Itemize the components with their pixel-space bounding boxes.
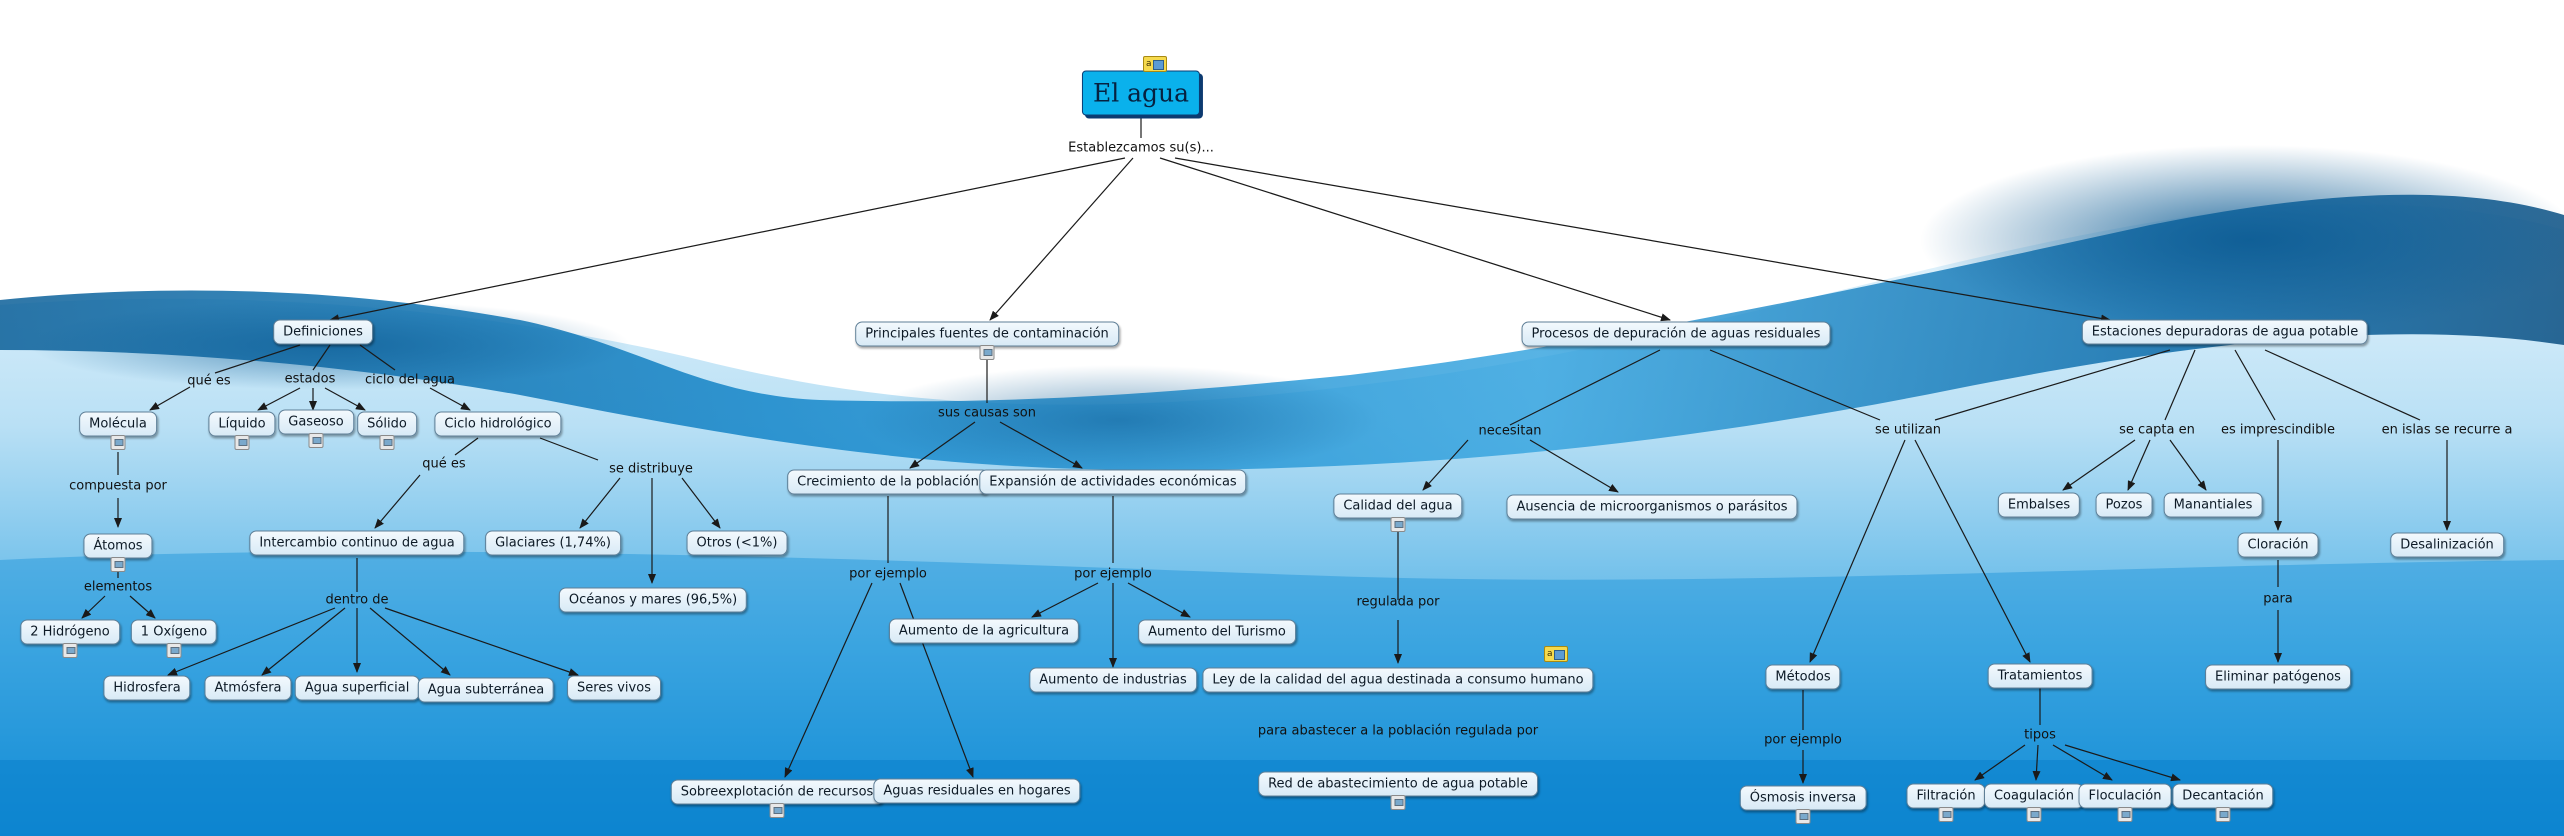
link-sus-causas-son[interactable]: sus causas son [938,405,1036,421]
concept-pozos[interactable]: Pozos [2095,492,2153,518]
concept-estaciones-depuradoras[interactable]: Estaciones depuradoras de agua potable [2081,319,2369,345]
concept-gaseoso[interactable]: Gaseoso [278,409,354,435]
link-para[interactable]: para [2263,591,2293,607]
link-elementos[interactable]: elementos [83,579,153,595]
image-attachment-icon[interactable] [1795,809,1811,824]
link-dentro-de[interactable]: dentro de [325,592,389,608]
link-para-abastecer[interactable]: para abastecer a la población regulada p… [1257,723,1539,739]
image-attachment-icon[interactable] [110,557,126,572]
concept-manantiales[interactable]: Manantiales [2163,492,2263,518]
concept-ley-calidad[interactable]: Ley de la calidad del agua destinada a c… [1202,667,1594,693]
concept-cloracion[interactable]: Cloración [2237,532,2319,558]
image-attachment-icon[interactable] [2026,807,2042,822]
a-image-icon[interactable]: a [1544,646,1568,662]
concept-definiciones[interactable]: Definiciones [273,319,373,345]
concept-decantacion[interactable]: Decantación [2172,783,2274,809]
concept-metodos[interactable]: Métodos [1765,664,1841,690]
link-ciclo-del-agua[interactable]: ciclo del agua [364,372,456,388]
image-attachment-icon[interactable] [2215,807,2231,822]
concept-hidrosfera[interactable]: Hidrosfera [103,675,191,701]
link-estados[interactable]: estados [284,371,336,387]
concept-coagulacion[interactable]: Coagulación [1983,783,2085,809]
concept-filtracion[interactable]: Filtración [1906,783,1986,809]
concept-otros[interactable]: Otros (<1%) [686,530,788,556]
concept-aumento-industrias[interactable]: Aumento de industrias [1029,667,1197,693]
image-attachment-icon[interactable] [979,345,995,360]
image-attachment-icon[interactable] [1390,795,1406,810]
concept-oceanos[interactable]: Océanos y mares (96,5%) [558,587,748,613]
link-compuesta-por[interactable]: compuesta por [69,478,167,494]
link-que-es-ciclo[interactable]: qué es [422,456,466,472]
link-por-ejemplo-crecimiento[interactable]: por ejemplo [849,566,927,582]
concept-eliminar-patogenos[interactable]: Eliminar patógenos [2205,664,2351,690]
concept-tratamientos[interactable]: Tratamientos [1987,663,2093,689]
concept-glaciares[interactable]: Glaciares (1,74%) [485,530,621,556]
concept-calidad-agua[interactable]: Calidad del agua [1333,493,1463,519]
link-en-islas[interactable]: en islas se recurre a [2381,422,2513,438]
image-attachment-icon[interactable] [1390,517,1406,532]
concept-aguas-residuales-hogares[interactable]: Aguas residuales en hogares [873,778,1081,804]
link-es-imprescindible[interactable]: es imprescindible [2221,422,2335,438]
concept-seres-vivos[interactable]: Seres vivos [567,675,661,701]
concept-aumento-turismo[interactable]: Aumento del Turismo [1138,619,1296,645]
concept-liquido[interactable]: Líquido [208,411,276,437]
image-attachment-icon[interactable] [234,435,250,450]
image-attachment-icon[interactable] [308,433,324,448]
link-tipos[interactable]: tipos [2024,727,2056,743]
concept-oxigeno[interactable]: 1 Oxígeno [130,619,218,645]
link-por-ejemplo-metodos[interactable]: por ejemplo [1764,732,1842,748]
concept-ausencia-microorganismos[interactable]: Ausencia de microorganismos o parásitos [1506,494,1798,520]
concept-embalses[interactable]: Embalses [1997,492,2081,518]
image-attachment-icon[interactable] [166,643,182,658]
concept-hidrogeno[interactable]: 2 Hidrógeno [20,619,120,645]
concept-aumento-agricultura[interactable]: Aumento de la agricultura [888,618,1080,644]
image-attachment-icon[interactable] [2117,807,2133,822]
image-attachment-icon[interactable] [769,803,785,818]
link-por-ejemplo-expansion[interactable]: por ejemplo [1074,566,1152,582]
concept-procesos-depuracion[interactable]: Procesos de depuración de aguas residual… [1521,321,1831,347]
link-necesitan[interactable]: necesitan [1478,423,1542,439]
link-establezcamos[interactable]: Establezcamos su(s)... [1068,140,1214,156]
link-se-utilizan[interactable]: se utilizan [1874,422,1942,438]
concept-desalinizacion[interactable]: Desalinización [2390,532,2504,558]
root-concept[interactable]: El agua [1081,70,1201,116]
concept-agua-superficial[interactable]: Agua superficial [294,675,420,701]
image-attachment-icon[interactable] [1938,807,1954,822]
link-que-es[interactable]: qué es [187,373,231,389]
link-regulada-por[interactable]: regulada por [1356,594,1440,610]
concept-expansion-actividades[interactable]: Expansión de actividades económicas [979,469,1247,495]
concept-crecimiento-poblacion[interactable]: Crecimiento de la población [787,469,989,495]
concept-atomos[interactable]: Átomos [83,533,153,559]
link-se-distribuye[interactable]: se distribuye [609,461,693,477]
concept-fuentes-contaminacion[interactable]: Principales fuentes de contaminación [855,321,1119,347]
image-attachment-icon[interactable] [62,643,78,658]
concept-solido[interactable]: Sólido [357,411,417,437]
concept-ciclo-hidrologico[interactable]: Ciclo hidrológico [434,411,562,437]
concept-molecula[interactable]: Molécula [79,411,157,437]
concept-sobreexplotacion[interactable]: Sobreexplotación de recursos [670,779,884,805]
concept-intercambio[interactable]: Intercambio continuo de agua [249,530,465,556]
image-attachment-icon[interactable] [379,435,395,450]
link-se-capta-en[interactable]: se capta en [2119,422,2195,438]
concept-floculacion[interactable]: Floculación [2078,783,2172,809]
a-image-icon[interactable]: a [1143,56,1167,72]
concept-atmosfera[interactable]: Atmósfera [204,675,292,701]
concept-osmosis-inversa[interactable]: Ósmosis inversa [1739,785,1867,811]
concept-agua-subterranea[interactable]: Agua subterránea [417,677,555,703]
image-attachment-icon[interactable] [110,435,126,450]
concept-red-abastecimiento[interactable]: Red de abastecimiento de agua potable [1258,771,1538,797]
